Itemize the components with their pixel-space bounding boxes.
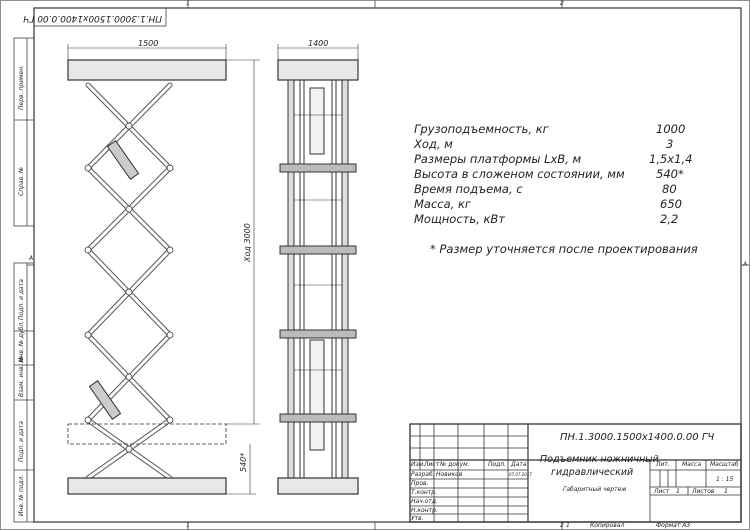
designation: ПН.1.3000.1500х1400.0.00 ГЧ [560,432,715,443]
col-list: Лист [424,461,440,468]
row-razrab: Разраб. [411,471,435,478]
title-block-lines [409,423,742,523]
dimension-stroke: Ход 3000 [243,223,252,262]
product-name-line1: Подъемник ножничный [540,454,659,465]
spec-label: Ход, м [414,137,453,151]
row-prov: Пров. [411,480,429,487]
scale-value: 1 : 15 [716,476,734,483]
product-name-line2: гидравлический [551,467,634,478]
zone-label: A [743,261,748,268]
col-doc: № докум. [440,461,470,468]
spec-label: Высота в сложеном состоянии, мм [414,167,625,181]
row-tkontr: Т.контр. [411,489,438,496]
spec-value: 80 [662,182,677,196]
sheet-value: 1 [676,488,680,495]
footnote: * Размер уточняется после проектирования [430,242,698,256]
inner-frame [33,7,742,523]
spec-value: 650 [660,197,682,211]
spec-value: 3 [666,137,674,151]
zone-label: 1 [186,522,190,529]
spec-label: Размеры платформы LxB, м [414,152,582,166]
zone-label: 1 [186,0,190,7]
spec-label: Время подъема, с [414,182,523,196]
document-type: Габаритный чертеж [563,486,627,493]
spec-value: 1,5х1,4 [649,152,693,166]
side-strip [13,37,35,523]
scale-label: Масштаб [710,461,739,468]
dimension-closed-height: 540* [239,452,248,472]
spec-label: Мощность, кВт [414,212,505,226]
side-strip-label: Справ. № [18,166,25,196]
scissor-lift-end-view [277,44,359,495]
sheets-label: Листов [692,488,715,495]
zone-label: 2 [560,522,564,529]
col-date: Дата [511,461,527,468]
spec-value: 1000 [656,122,686,136]
side-strip-label: Инв. № подл. [18,474,25,516]
razrab-date: 07.07.2017 [509,472,532,477]
razrab-name: Новиков [436,471,463,478]
spec-value: 2,2 [660,212,679,226]
row-nkontr: Н.контр. [411,507,438,514]
mirror-stamp-box [33,7,167,27]
side-strip-label: Подп. и дата [18,279,25,320]
footer-copied: Копировал [590,522,625,529]
spec-label: Грузоподъемность, кг [414,122,549,136]
zone-label: 2 [560,0,564,7]
scissor-lift-side-view [67,44,260,495]
spec-label: Масса, кг [414,197,471,211]
lit-label: Лит. [656,461,670,468]
dimension-width-1500: 1500 [138,39,159,48]
col-izm: Изм. [411,461,426,468]
footer-page: 1 [566,522,570,529]
row-utv: Утв. [411,515,424,522]
mirror-stamp: ПН.1.3000.1500х1400.0.00 ГЧ [23,13,162,23]
row-nachotd: Нач.отд. [411,498,438,505]
mass-label: Масса [682,461,702,468]
footer-format: Формат А3 [656,522,691,529]
zone-label: A [29,255,34,262]
side-strip-label: Перв. примен. [18,64,25,110]
col-sign: Подп. [488,461,507,468]
side-strip-label: Подп. и дата [18,421,25,462]
side-strip-label: Взам. инв. № [18,356,25,397]
sheet-label: Лист [654,488,670,495]
dimension-width-1400: 1400 [308,39,329,48]
sheets-value: 1 [724,488,728,495]
spec-value: 540* [656,167,684,181]
